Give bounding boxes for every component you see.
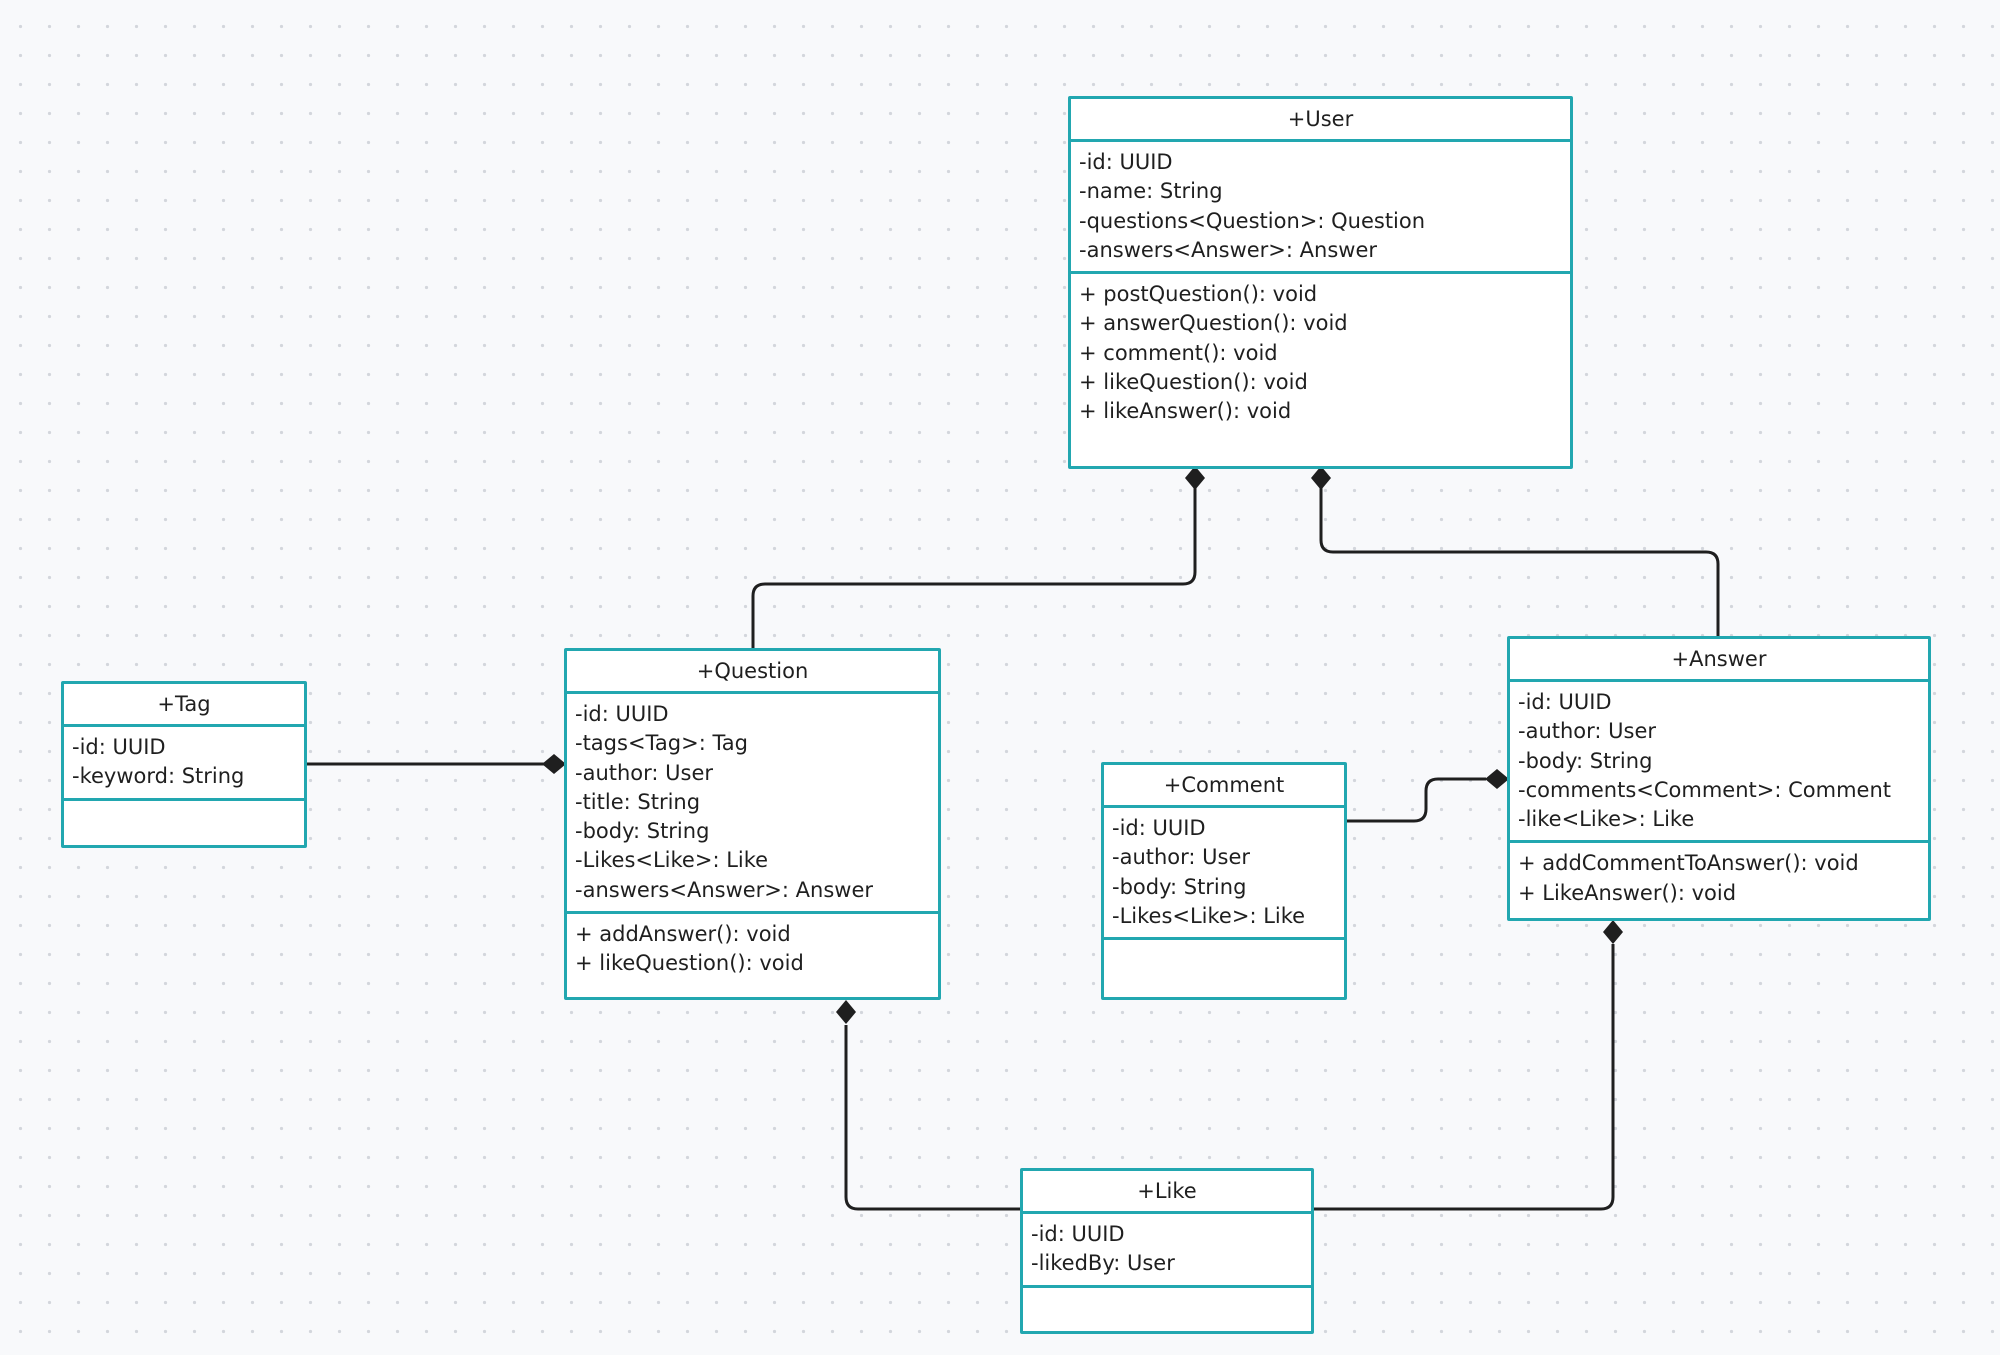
attribute-row: -body: String: [575, 819, 710, 844]
attribute-row: -id: UUID: [1518, 690, 1612, 714]
operations-section: + postQuestion(): void + answerQuestion()…: [1071, 274, 1570, 466]
class-name: +User: [1071, 99, 1570, 142]
operations-section: + addAnswer(): void + likeQuestion(): voi…: [567, 914, 938, 997]
composition-diamond-tag-question: [542, 754, 566, 774]
class-comment[interactable]: +Comment -id: UUID -author: User -body: Str…: [1101, 762, 1347, 1000]
class-like[interactable]: +Like -id: UUID -likedBy: User: [1020, 1168, 1314, 1334]
operations-section: + addCommentToAnswer(): void + LikeAnswer…: [1510, 843, 1928, 918]
class-user[interactable]: +User -id: UUID -name: String -questions<Qu…: [1068, 96, 1573, 469]
attribute-row: -Likes<Like>: Like: [575, 848, 769, 873]
attribute-row: -id: UUID: [72, 735, 166, 759]
operation-row: + comment(): void: [1079, 340, 1278, 365]
attribute-row: -questions<Question>: Question: [1079, 208, 1426, 233]
connector-user-answer[interactable]: [1319, 478, 1720, 637]
operations-section: [64, 801, 304, 845]
attributes-section: -id: UUID -likedBy: User: [1023, 1214, 1311, 1288]
attribute-row: -Likes<Like>: Like: [1112, 903, 1306, 928]
attribute-row: -like<Like>: Like: [1518, 807, 1695, 832]
operation-row: + addCommentToAnswer(): void: [1518, 851, 1859, 876]
attribute-row: -answers<Answer>: Answer: [575, 877, 873, 902]
attributes-section: -id: UUID -tags<Tag>: Tag -author: User -ti…: [567, 694, 938, 915]
composition-diamond-comment-answer: [1485, 769, 1509, 789]
class-name: +Question: [567, 651, 938, 694]
class-name: +Comment: [1104, 765, 1344, 808]
composition-diamond-user-answer: [1311, 466, 1331, 490]
connector-like-question[interactable]: [844, 1025, 1020, 1211]
operation-row: + postQuestion(): void: [1079, 282, 1318, 307]
composition-diamond-like-answer: [1603, 920, 1623, 944]
operation-row: + LikeAnswer(): void: [1518, 880, 1737, 905]
attribute-row: -comments<Comment>: Comment: [1518, 777, 1892, 802]
composition-diamond-user-question: [1185, 466, 1205, 490]
operations-section: [1104, 940, 1344, 997]
operation-row: + answerQuestion(): void: [1079, 311, 1348, 336]
attribute-row: -body: String: [1112, 874, 1247, 899]
attribute-row: -id: UUID: [1112, 816, 1206, 840]
operations-section: [1023, 1288, 1311, 1331]
attributes-section: -id: UUID -keyword: String: [64, 727, 304, 801]
attribute-row: -author: User: [575, 760, 714, 785]
attribute-row: -id: UUID: [1079, 150, 1173, 174]
class-name: +Like: [1023, 1171, 1311, 1214]
attribute-row: -name: String: [1079, 179, 1223, 204]
class-name: +Tag: [64, 684, 304, 727]
attribute-row: -keyword: String: [72, 764, 245, 789]
class-question[interactable]: +Question -id: UUID -tags<Tag>: Tag -author…: [564, 648, 941, 1000]
operation-row: + addAnswer(): void: [575, 922, 791, 947]
connector-like-answer[interactable]: [1313, 944, 1615, 1211]
attributes-section: -id: UUID -author: User -body: String -Like…: [1104, 808, 1344, 941]
attribute-row: -id: UUID: [575, 702, 669, 726]
operation-row: + likeQuestion(): void: [1079, 370, 1308, 395]
attributes-section: -id: UUID -name: String -questions<Questio…: [1071, 142, 1570, 275]
attributes-section: -id: UUID -author: User -body: String -comm…: [1510, 682, 1928, 844]
attribute-row: -author: User: [1112, 845, 1251, 870]
attribute-row: -body: String: [1518, 748, 1653, 773]
attribute-row: -likedBy: User: [1031, 1251, 1175, 1276]
class-answer[interactable]: +Answer -id: UUID -author: User -body: Stri…: [1507, 636, 1931, 921]
composition-diamond-like-question: [836, 1000, 856, 1024]
attribute-row: -answers<Answer>: Answer: [1079, 237, 1377, 262]
attribute-row: -tags<Tag>: Tag: [575, 731, 748, 756]
attribute-row: -id: UUID: [1031, 1222, 1125, 1246]
operation-row: + likeAnswer(): void: [1079, 399, 1292, 424]
attribute-row: -title: String: [575, 789, 701, 814]
class-name: +Answer: [1510, 639, 1928, 682]
connector-user-question[interactable]: [751, 478, 1197, 649]
attribute-row: -author: User: [1518, 719, 1657, 744]
class-tag[interactable]: +Tag -id: UUID -keyword: String: [61, 681, 307, 848]
connector-comment-answer[interactable]: [1347, 777, 1486, 823]
operation-row: + likeQuestion(): void: [575, 951, 804, 976]
